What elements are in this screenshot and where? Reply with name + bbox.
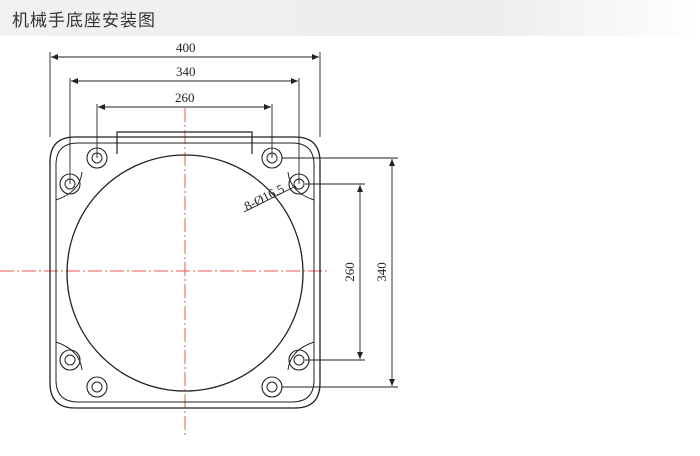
hole-callout-leader <box>243 185 297 213</box>
top-boss <box>116 131 253 154</box>
dimension-label-400: 400 <box>176 40 196 55</box>
page-title: 机械手底座安装图 <box>12 11 156 31</box>
mounting-hole <box>261 376 283 398</box>
mounting-hole <box>59 349 81 371</box>
corner-relief <box>287 341 315 371</box>
dimension-label-260-vertical: 260 <box>342 262 357 282</box>
title-bar: 机械手底座安装图 <box>0 0 700 36</box>
corner-relief <box>287 171 315 201</box>
corner-relief <box>55 171 83 201</box>
central-bore <box>66 154 304 392</box>
dimension-label-260: 260 <box>175 90 195 105</box>
mounting-hole <box>86 376 108 398</box>
dimension-label-340: 340 <box>176 64 196 79</box>
dimension-label-340-vertical: 340 <box>374 262 389 282</box>
base-plate-outline <box>49 136 321 409</box>
corner-relief <box>55 341 83 371</box>
base-plate-inner-outline <box>55 142 315 403</box>
